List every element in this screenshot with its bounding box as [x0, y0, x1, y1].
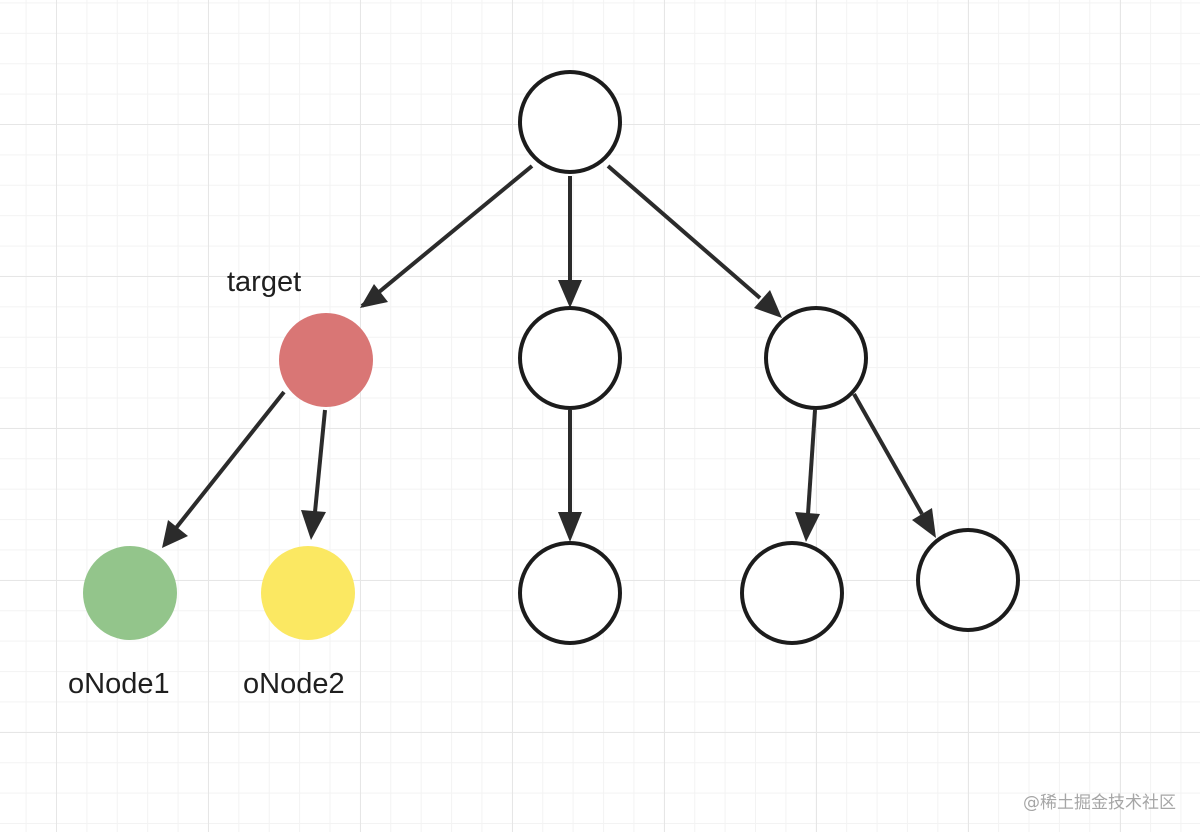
onode1-label: oNode1 [68, 668, 170, 700]
edge-root-right-arrowhead [754, 290, 782, 318]
node-root [518, 70, 622, 174]
watermark-text: @稀土掘金技术社区 [1023, 793, 1176, 813]
node-onode1 [83, 546, 177, 640]
edge-mid-midchild-arrowhead [558, 512, 582, 542]
node-onode2 [261, 546, 355, 640]
edge-right-rightchildleft-arrowhead [795, 512, 820, 542]
edge-root-target [360, 164, 534, 308]
edge-root-right [606, 164, 762, 300]
edge-right-rightchildright-arrowhead [912, 508, 936, 538]
edge-target-onode1 [174, 390, 286, 530]
edge-target-onode1-arrowhead [162, 520, 188, 548]
nodes [83, 70, 1020, 645]
edge-root-target-arrowhead [360, 284, 388, 308]
node-mid [518, 306, 622, 410]
node-mid-child [518, 541, 622, 645]
edge-right-rightchildleft [806, 409, 817, 515]
target-label: target [227, 266, 302, 298]
onode2-label: oNode2 [243, 668, 345, 700]
edge-right-rightchildright [852, 393, 924, 515]
edge-root-mid-arrowhead [558, 280, 582, 308]
node-right [764, 306, 868, 410]
edge-target-onode2-arrowhead [301, 510, 326, 540]
edge-target-onode2 [313, 409, 327, 513]
edges [162, 164, 936, 548]
node-target [279, 313, 373, 407]
node-right-child-left [740, 541, 844, 645]
node-right-child-right [916, 528, 1020, 632]
